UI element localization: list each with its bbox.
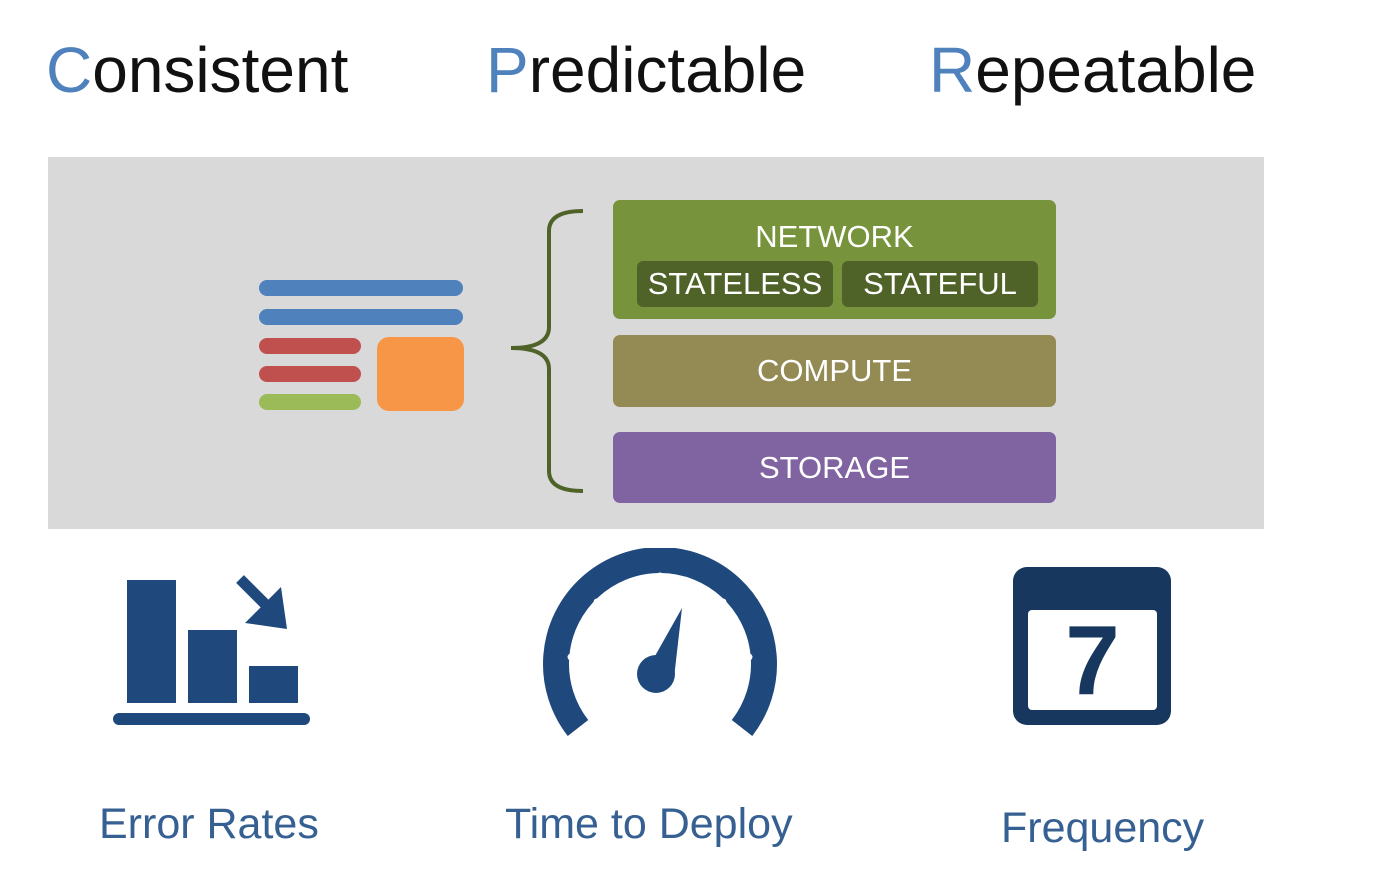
error-rates-caption: Error Rates: [99, 800, 319, 848]
storage-layer: STORAGE: [613, 432, 1056, 503]
heading-consistent-initial: C: [46, 34, 93, 106]
calendar-icon: 7: [1013, 567, 1171, 725]
frequency-caption: Frequency: [1001, 804, 1205, 852]
heading-repeatable-initial: R: [929, 34, 976, 106]
compute-label: COMPUTE: [757, 353, 912, 388]
template-line-green: [259, 394, 361, 410]
template-image-block: [377, 337, 464, 411]
storage-label: STORAGE: [758, 450, 911, 485]
heading-repeatable-rest: epeatable: [975, 34, 1257, 106]
time-to-deploy-caption: Time to Deploy: [505, 800, 793, 848]
calendar-day-number: 7: [1065, 605, 1120, 715]
template-line-red-1: [259, 338, 361, 354]
speedometer-icon: [543, 548, 777, 736]
heading-predictable: Predictable: [486, 32, 806, 108]
template-line-red-2: [259, 366, 361, 382]
network-label: NETWORK: [755, 219, 914, 254]
heading-predictable-rest: redictable: [528, 34, 807, 106]
network-layer: NETWORK STATELESS STATEFUL: [613, 200, 1056, 319]
stateful-box: STATEFUL: [842, 261, 1038, 307]
stateless-box: STATELESS: [637, 261, 833, 307]
brace-icon: [510, 209, 584, 493]
heading-repeatable: Repeatable: [929, 32, 1256, 108]
template-line-blue-1: [259, 280, 463, 296]
heading-predictable-initial: P: [486, 34, 529, 106]
heading-consistent-rest: onsistent: [92, 34, 349, 106]
calendar-page: [1028, 610, 1157, 710]
template-line-blue-2: [259, 309, 463, 325]
bar-chart-down-icon: [113, 575, 310, 725]
heading-consistent: Consistent: [46, 32, 348, 108]
compute-layer: COMPUTE: [613, 335, 1056, 407]
